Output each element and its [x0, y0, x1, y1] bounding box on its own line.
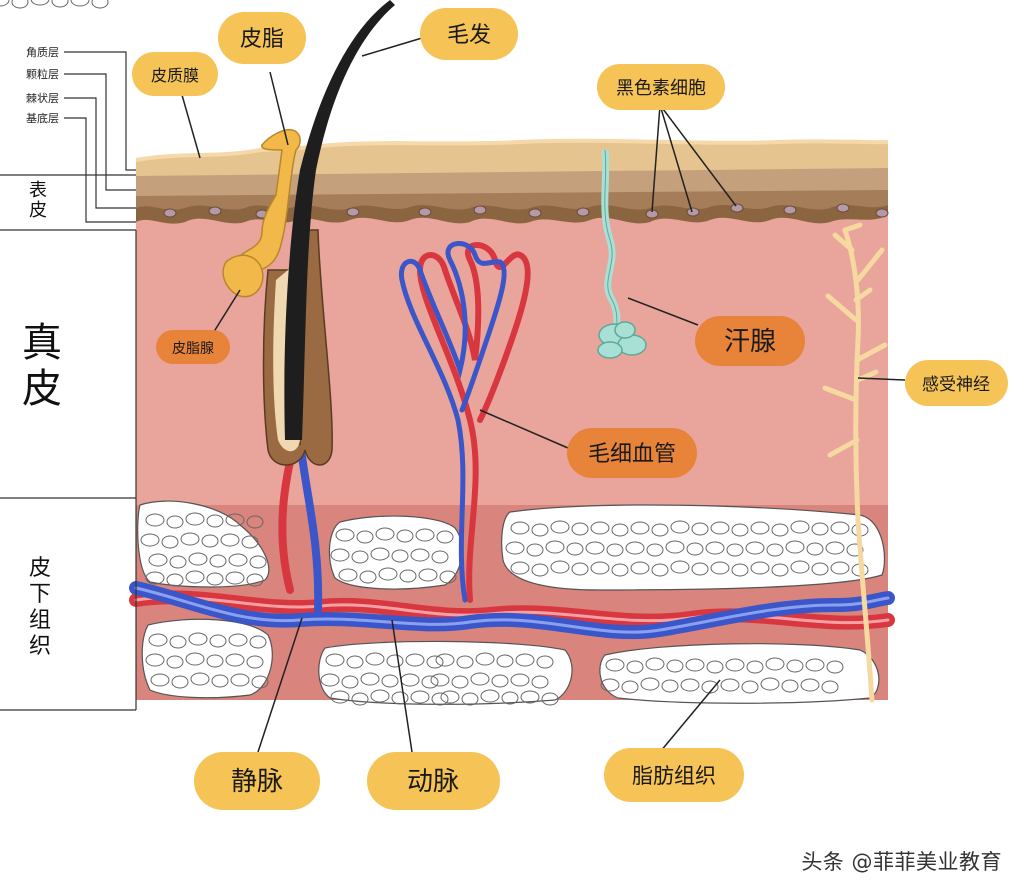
callout-skin-film: 皮质膜 — [132, 52, 218, 96]
svg-text:毛发: 毛发 — [447, 23, 491, 48]
svg-text:动脉: 动脉 — [407, 767, 459, 797]
fat-block — [328, 515, 463, 590]
capillary-vein — [398, 241, 507, 603]
svg-text:脂肪组织: 脂肪组织 — [632, 764, 716, 788]
callout-sweat-gland: 汗腺 — [695, 316, 805, 366]
callout-melanocyte: 黑色素细胞 — [597, 64, 725, 110]
side-label-hypodermis-text: 皮下组织 — [29, 556, 51, 659]
sweat-coil — [597, 321, 647, 359]
sebaceous-lobe — [222, 254, 264, 298]
label-stratum-granulosum: 颗粒层 — [26, 67, 59, 81]
label-stratum-basale: 基底层 — [26, 111, 59, 125]
stratum-corneum-band — [136, 140, 888, 176]
callout-vein: 静脉 — [194, 752, 320, 810]
callout-sebum: 皮脂 — [218, 12, 306, 64]
epidermis-layers — [135, 138, 889, 224]
sebaceous-gland — [222, 128, 301, 298]
svg-text:毛细血管: 毛细血管 — [588, 442, 676, 467]
svg-text:皮脂: 皮脂 — [240, 27, 284, 52]
fat-block — [318, 640, 573, 705]
sweat-gland — [597, 149, 647, 359]
callout-capillary: 毛细血管 — [567, 428, 697, 478]
fat-block — [501, 504, 886, 591]
side-label-dermis-text: 真皮 — [22, 320, 62, 412]
side-label-epidermis: 表皮 — [29, 180, 47, 221]
hair-shaft — [284, 0, 395, 440]
svg-text:皮质膜: 皮质膜 — [151, 66, 199, 85]
callout-artery: 动脉 — [367, 752, 500, 810]
svg-text:感受神经: 感受神经 — [922, 375, 990, 395]
side-label-hypodermis: 皮下组织 — [29, 556, 51, 659]
side-label-epidermis-text: 表皮 — [29, 180, 47, 221]
callout-sebaceous-gland: 皮脂腺 — [156, 330, 230, 364]
fat-tissue — [0, 0, 886, 706]
label-stratum-corneum: 角质层 — [26, 46, 59, 59]
sensory-nerve — [822, 222, 888, 703]
side-label-dermis: 真皮 — [22, 320, 62, 412]
callout-lines — [179, 37, 906, 753]
fat-cells — [0, 0, 869, 706]
watermark: 头条 @菲菲美业教育 — [801, 850, 1002, 874]
blood-vessels — [129, 241, 895, 640]
basal-cells — [163, 203, 889, 219]
skin-surface-line — [135, 138, 889, 162]
svg-text:皮脂腺: 皮脂腺 — [172, 341, 214, 357]
vein-vessel — [296, 436, 323, 614]
layer-brackets — [0, 51, 137, 711]
label-stratum-spinosum: 棘状层 — [26, 91, 59, 105]
callout-hair: 毛发 — [420, 8, 518, 60]
callout-sensory-nerve: 感受神经 — [905, 360, 1008, 406]
callout-fat-tissue: 脂肪组织 — [604, 748, 744, 802]
svg-text:静脉: 静脉 — [231, 767, 283, 797]
hair-follicle — [262, 0, 395, 466]
svg-text:黑色素细胞: 黑色素细胞 — [616, 78, 706, 99]
fat-block — [599, 643, 880, 704]
svg-text:汗腺: 汗腺 — [724, 327, 776, 357]
